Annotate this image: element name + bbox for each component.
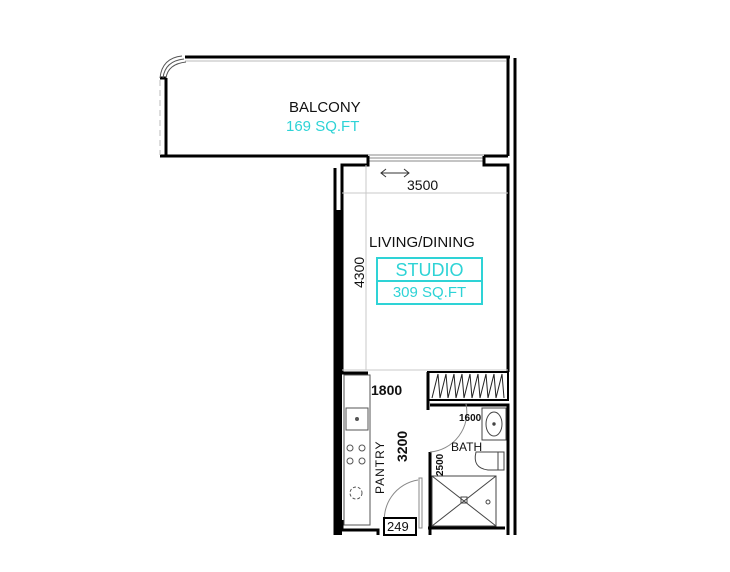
solid-wall-left — [335, 210, 342, 535]
living-dining-label: LIVING/DINING — [369, 234, 475, 251]
living-width-dimension: 3500 — [407, 177, 439, 193]
pantry-walls — [340, 371, 380, 535]
pantry-depth-dimension: 3200 — [394, 430, 410, 462]
bath-depth-dimension: 2500 — [435, 453, 446, 476]
kitchen-counter — [343, 374, 371, 526]
balcony-walls — [160, 55, 510, 158]
entry-dimension-box — [383, 517, 417, 536]
studio-area-box: STUDIO 309 SQ.FT — [376, 257, 483, 305]
unit-type: STUDIO — [378, 259, 481, 282]
bath-walls — [426, 372, 510, 535]
slide-arrow-icon — [380, 168, 410, 178]
wardrobe — [427, 371, 509, 401]
living-depth-dimension: 4300 — [351, 256, 367, 288]
dimension-guides — [342, 165, 508, 371]
balcony-area: 169 SQ.FT — [286, 118, 360, 135]
pantry-width-dimension: 1800 — [371, 382, 403, 398]
door-swings — [383, 403, 468, 529]
bath-width-dimension: 1600 — [459, 413, 482, 424]
unit-area: 309 SQ.FT — [392, 284, 467, 301]
pantry-label: PANTRY — [373, 440, 387, 494]
bath-fixtures — [431, 407, 507, 527]
balcony-label: BALCONY — [289, 99, 361, 116]
entry-dimension: 249 — [387, 519, 409, 534]
sliding-door — [368, 154, 484, 162]
balcony-railing-curve — [159, 55, 187, 79]
bath-label: BATH — [451, 440, 483, 454]
